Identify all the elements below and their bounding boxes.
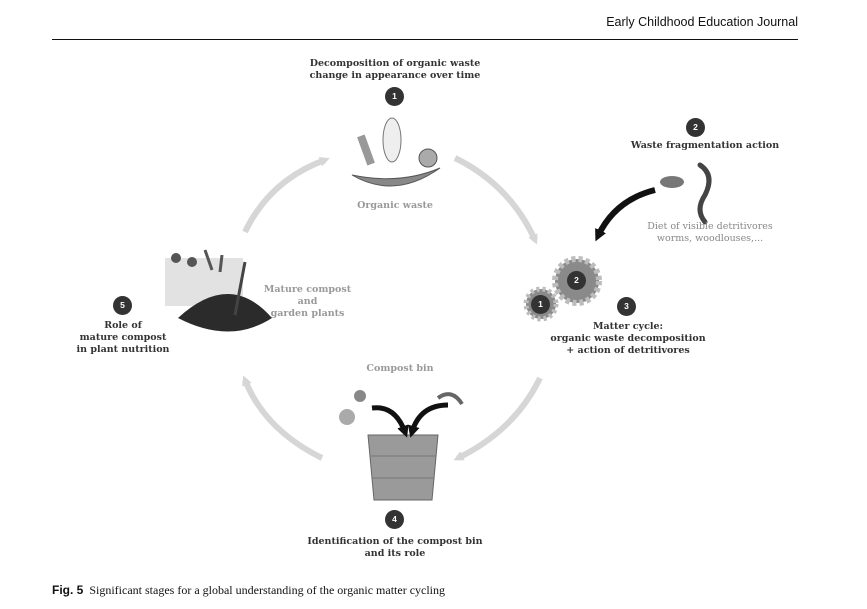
gear-large-badge: 2	[567, 271, 586, 290]
stage4-sublabel: Compost bin	[366, 363, 434, 374]
stage1-badge: 1	[385, 87, 404, 106]
page-header: Early Childhood Education Journal	[52, 0, 798, 40]
worm-illustration	[660, 162, 712, 225]
cycle-arrow-4-5	[242, 375, 324, 461]
stage5-sublabel: Mature compost and garden plants	[263, 284, 352, 319]
cycle-arrow-5-1	[242, 157, 330, 234]
detritivore-arrow	[595, 187, 656, 242]
stage1-sublabel: Organic waste	[357, 200, 433, 211]
stage5-badge: 5	[113, 296, 132, 315]
stage5-title: Role of mature compost in plant nutritio…	[76, 320, 170, 355]
cycle-arrow-3-4	[453, 376, 543, 461]
stage2-title: Waste fragmentation action	[630, 140, 780, 151]
organic-waste-illustration	[351, 117, 441, 187]
journal-title: Early Childhood Education Journal	[606, 15, 798, 29]
stage2-badge: 2	[686, 118, 705, 137]
mature-compost-illustration	[165, 249, 272, 332]
gear-small-badge: 1	[531, 295, 550, 314]
stage4-badge: 4	[385, 510, 404, 529]
stage3-title: Matter cycle: organic waste decompositio…	[550, 321, 706, 356]
figure-caption: Fig. 5 Significant stages for a global un…	[52, 583, 445, 598]
stage4-title: Identification of the compost bin and it…	[307, 536, 483, 559]
figure-label: Fig. 5	[52, 583, 84, 597]
stage2-sublabel: Diet of visible detritivores worms, wood…	[647, 221, 773, 244]
stage3-badge: 3	[617, 297, 636, 316]
stage1-title: Decomposition of organic waste change in…	[309, 58, 481, 81]
cycle-arrow-1-3	[453, 155, 538, 245]
compost-bin-illustration	[339, 390, 464, 501]
caption-text: Significant stages for a global understa…	[89, 583, 446, 597]
